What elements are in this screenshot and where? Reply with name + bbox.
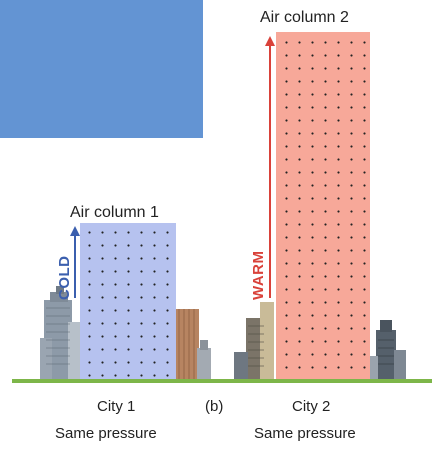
city2-pressure-note: Same pressure [254,425,356,442]
cold-arrow [70,226,80,298]
air-column-2 [276,32,370,383]
air-column-2-title: Air column 2 [260,9,349,26]
cold-label: COLD [56,255,73,301]
city2-label: City 2 [292,398,331,415]
air-column-1 [80,223,176,383]
warm-label: WARM [250,250,267,301]
air-column-1-title: Air column 1 [70,204,159,221]
city1-pressure-note: Same pressure [55,425,157,442]
panel-label: (b) [205,398,224,415]
ground-line [12,379,432,383]
city2-right-tower [370,320,406,380]
city1-label: City 1 [97,398,136,415]
city2-left-tower [234,302,274,380]
blue-panel [0,0,203,138]
warm-arrow [265,36,275,298]
city1-left-tower [40,286,82,380]
city1-right-tower [175,309,211,380]
